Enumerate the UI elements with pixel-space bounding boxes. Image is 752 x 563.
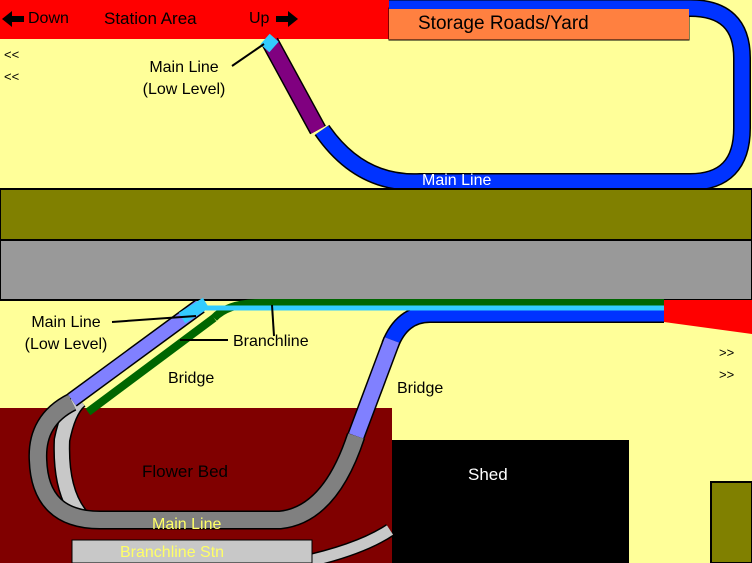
arrow-right-icon [276, 11, 298, 27]
branchline-track [85, 314, 217, 416]
pointer-main-line-bottom [111, 315, 197, 323]
label-main-line-low-level-bottom: Main Line (Low Level) [14, 312, 118, 356]
label-main-line-top-line1: Main Line [149, 59, 219, 76]
label-main-line-bottom-line1: Main Line [31, 314, 101, 331]
label-storage-yard: Storage Roads/Yard [418, 13, 589, 34]
branchline-station [71, 539, 313, 563]
label-up: Up [249, 10, 270, 27]
label-bridge-left: Bridge [168, 370, 215, 387]
label-branchline: Branchline [233, 333, 309, 350]
label-right-arrows-2: >> [719, 367, 735, 382]
label-shed: Shed [468, 465, 508, 484]
label-left-arrows-1: << [4, 47, 20, 62]
label-flower-bed: Flower Bed [142, 462, 228, 481]
station-area-bar [0, 0, 390, 39]
label-bridge-right: Bridge [397, 380, 444, 397]
pointer-main-line-top [231, 43, 265, 67]
road-band [0, 239, 752, 301]
shed [392, 440, 629, 563]
label-station-area: Station Area [104, 9, 197, 28]
olive-block [710, 481, 752, 563]
station-right [664, 300, 752, 334]
label-main-line-bottom-loop: Main Line [152, 516, 222, 533]
label-branchline-stn: Branchline Stn [120, 544, 225, 561]
label-main-line-top-line2: (Low Level) [142, 81, 226, 98]
label-main-line-low-level-top: Main Line (Low Level) [132, 57, 236, 101]
arrow-left-icon [2, 11, 24, 27]
label-main-line-top-loop: Main Line [422, 172, 492, 189]
pointer-branchline-up [271, 304, 275, 337]
label-main-line-bottom-line2: (Low Level) [24, 336, 108, 353]
label-left-arrows-2: << [4, 69, 20, 84]
label-right-arrows-1: >> [719, 345, 735, 360]
label-down: Down [28, 10, 69, 27]
olive-band [0, 188, 752, 241]
